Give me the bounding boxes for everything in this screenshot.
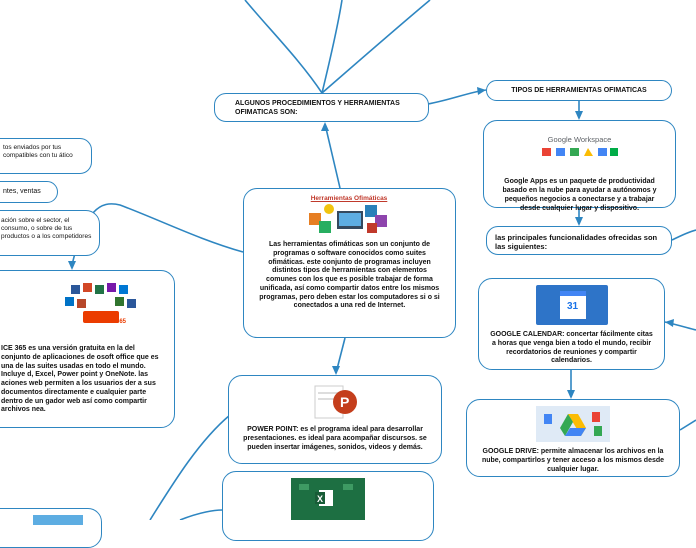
google-drive-icon — [544, 412, 602, 436]
tipos-text: TIPOS DE HERRAMIENTAS OFIMATICAS — [511, 87, 647, 94]
arrow-powerpoint — [332, 366, 340, 375]
svg-text:P: P — [340, 394, 349, 410]
arrow-tipos — [477, 87, 486, 95]
powerpoint-text: POWER POINT: es el programa ideal para d… — [243, 426, 427, 451]
excel-icon: X — [291, 478, 365, 520]
calendar-text: GOOGLE CALENDAR: concertar fácilmente ci… — [490, 331, 653, 365]
drive-icon — [536, 406, 610, 442]
google-calendar-node[interactable]: 31 GOOGLE CALENDAR: concertar fácilmente… — [478, 278, 665, 370]
left-sector-text: ación sobre el sector, el consumo, o sob… — [1, 217, 92, 241]
google-apps-text: Google Apps es un paquete de productivid… — [502, 178, 657, 212]
procedimientos-node[interactable]: ALGUNOS PROCEDIMIENTOS Y HERRAMIENTAS OF… — [214, 93, 429, 122]
office365-text: ICE 365 es una versión gratuita en la de… — [1, 345, 159, 414]
left-sector-node[interactable]: ación sobre el sector, el consumo, o sob… — [0, 210, 100, 256]
office365-logo-text: Office365 — [99, 319, 127, 325]
google-workspace-logo-text: Google Workspace — [547, 135, 612, 144]
arrow-funcionalidades — [575, 217, 583, 226]
excel-logo-icon: X — [299, 484, 353, 506]
procedimientos-text: ALGUNOS PROCEDIMIENTOS Y HERRAMIENTAS OF… — [235, 100, 400, 116]
link-procedimientos-tipos — [427, 89, 487, 105]
link-bottom-left-1 — [149, 414, 231, 520]
funcionalidades-text: las principales funcionalidades ofrecida… — [495, 233, 658, 252]
bottom-left-node[interactable] — [0, 508, 102, 548]
calendar-icon-number: 31 — [566, 301, 579, 312]
arrow-procedimientos — [321, 122, 329, 131]
left-top-text: tos enviados por tus compatibles con tu … — [3, 144, 73, 160]
center-image-title: Herramientas Ofimáticas — [310, 195, 388, 202]
powerpoint-node[interactable]: P POWER POINT: es el programa ideal para… — [228, 375, 442, 464]
calendar-icon-face — [559, 291, 586, 319]
center-node[interactable]: Herramientas Ofimáticas Las herramientas… — [243, 188, 456, 338]
tipos-node[interactable]: TIPOS DE HERRAMIENTAS OFIMATICAS — [486, 80, 672, 101]
calendar-icon: 31 — [535, 285, 608, 325]
left-ventas-text: ntes, ventas — [3, 188, 41, 195]
link-funcionalidades-right — [671, 229, 696, 241]
left-ventas-node[interactable]: ntes, ventas — [0, 181, 58, 203]
link-bottom-left-2 — [179, 509, 223, 520]
link-top-3 — [321, 0, 431, 94]
herramientas-ofimaticas-image — [308, 204, 387, 233]
svg-text:X: X — [317, 494, 323, 504]
link-drive-right — [679, 419, 696, 431]
link-top-2 — [321, 0, 343, 94]
excel-node[interactable]: X — [222, 471, 434, 541]
link-top-1 — [244, 0, 323, 94]
bottom-left-image — [33, 515, 83, 525]
center-text: Las herramientas ofimáticas son un conju… — [259, 241, 440, 310]
arrow-calendar-in — [665, 319, 674, 327]
google-drive-node[interactable]: GOOGLE DRIVE: permite almacenar los arch… — [466, 399, 680, 477]
google-workspace-apps-icon — [541, 148, 618, 157]
connector-lines — [68, 0, 696, 520]
left-top-node[interactable]: tos enviados por tus compatibles con tu … — [0, 138, 92, 174]
link-center-procedimientos — [324, 123, 341, 189]
office365-node[interactable]: Office365 ICE 365 es una versión gratuit… — [0, 270, 175, 428]
funcionalidades-node[interactable]: las principales funcionalidades ofrecida… — [486, 226, 672, 255]
arrow-drive — [567, 390, 575, 399]
arrow-office365 — [68, 261, 76, 270]
arrow-googleapps — [575, 111, 583, 120]
office365-logo-icon — [65, 283, 136, 323]
drive-text: GOOGLE DRIVE: permite almacenar los arch… — [481, 448, 665, 473]
powerpoint-icon: P — [314, 385, 357, 419]
google-apps-node[interactable]: Google Workspace Google Apps es un paque… — [483, 120, 676, 212]
